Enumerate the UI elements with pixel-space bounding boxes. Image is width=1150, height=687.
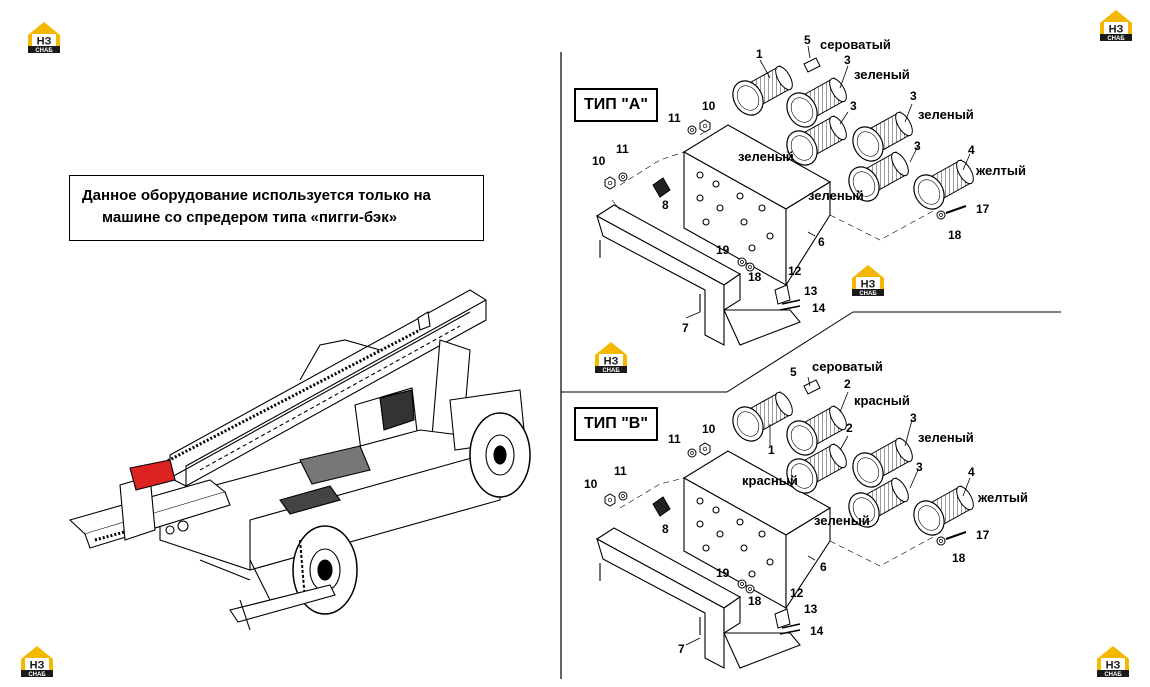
- type-b-callout: 13: [804, 602, 818, 616]
- brand-logo-line1: НЗ: [30, 660, 45, 672]
- brand-logo-line1: НЗ: [1109, 24, 1124, 36]
- type-a-callout: 17: [976, 202, 990, 216]
- type-a-color-green: зеленый: [918, 107, 974, 122]
- type-a-callout: 14: [812, 301, 826, 315]
- type-a-callout: 3: [910, 89, 917, 103]
- type-a-callout: 4: [968, 143, 975, 157]
- type-b-callout: 17: [976, 528, 990, 542]
- type-b-title: ТИП "B": [574, 407, 658, 441]
- type-a-color-grayish: сероватый: [820, 37, 891, 52]
- brand-logo-line2: СНАБ: [859, 291, 877, 297]
- type-b-callout: 3: [910, 411, 917, 425]
- type-b-callout: 4: [968, 465, 975, 479]
- type-b-callout: 19: [716, 566, 730, 580]
- type-a-callout: 18: [948, 228, 962, 242]
- type-b-callout: 8: [662, 522, 669, 536]
- type-b-callout: 2: [844, 377, 851, 391]
- type-a-callout: 6: [818, 235, 825, 249]
- type-b-callout: 18: [748, 594, 762, 608]
- brand-logo-line2: СНАБ: [1104, 672, 1122, 678]
- type-a-callout: 18: [748, 270, 762, 284]
- type-a-callout: 19: [716, 243, 730, 257]
- type-b-callout: 14: [810, 624, 824, 638]
- type-b-callout: 10: [584, 477, 598, 491]
- type-a-color-yellow: желтый: [976, 163, 1026, 178]
- brand-logo-line2: СНАБ: [602, 368, 620, 374]
- type-a-callout: 5: [804, 33, 811, 47]
- type-b-callout: 3: [916, 460, 923, 474]
- type-a-callout: 3: [850, 99, 857, 113]
- type-b-callout: 10: [702, 422, 716, 436]
- type-b-callout: 11: [668, 432, 681, 446]
- type-b-color-grayish: сероватый: [812, 359, 883, 374]
- brand-logo-line2: СНАБ: [28, 672, 46, 678]
- type-a-callout: 11: [616, 142, 629, 156]
- type-a-color-green: зеленый: [738, 149, 794, 164]
- type-a-title: ТИП "A": [574, 88, 658, 122]
- note-box: Данное оборудование используется только …: [69, 175, 484, 241]
- brand-logo-line1: НЗ: [861, 279, 876, 291]
- type-b-callout: 5: [790, 365, 797, 379]
- type-a-callout: 12: [788, 264, 802, 278]
- type-b-color-green: зеленый: [918, 430, 974, 445]
- type-a-color-green: зеленый: [854, 67, 910, 82]
- brand-logo-line1: НЗ: [37, 36, 52, 48]
- type-b-callout: 11: [614, 464, 627, 478]
- type-a-callout: 1: [756, 47, 763, 61]
- type-a-callout: 10: [702, 99, 716, 113]
- note-line-1: Данное оборудование используется только …: [82, 187, 431, 204]
- type-a-callout: 3: [844, 53, 851, 67]
- brand-logo-line2: СНАБ: [1107, 36, 1125, 42]
- type-b-callout: 12: [790, 586, 804, 600]
- type-a-callout: 13: [804, 284, 818, 298]
- type-b-color-yellow: желтый: [978, 490, 1028, 505]
- type-a-color-green: зеленый: [808, 188, 864, 203]
- note-line-2: машине со спредером типа «пигги-бэк»: [102, 209, 398, 226]
- brand-logo-line2: СНАБ: [35, 48, 53, 54]
- type-a-callout: 7: [682, 321, 689, 335]
- type-b-color-green: зеленый: [814, 513, 870, 528]
- type-b-callout: 2: [846, 421, 853, 435]
- brand-logo-line1: НЗ: [1106, 660, 1121, 672]
- type-a-callout: 3: [914, 139, 921, 153]
- type-b-callout: 6: [820, 560, 827, 574]
- type-a-callout: 11: [668, 111, 681, 125]
- type-b-color-red: красный: [742, 473, 798, 488]
- type-b-callout: 7: [678, 642, 685, 656]
- type-b-color-red: красный: [854, 393, 910, 408]
- type-a-callout: 8: [662, 198, 669, 212]
- brand-logo-line1: НЗ: [604, 356, 619, 368]
- type-b-callout: 1: [768, 443, 775, 457]
- type-b-callout: 18: [952, 551, 966, 565]
- type-a-callout: 10: [592, 154, 606, 168]
